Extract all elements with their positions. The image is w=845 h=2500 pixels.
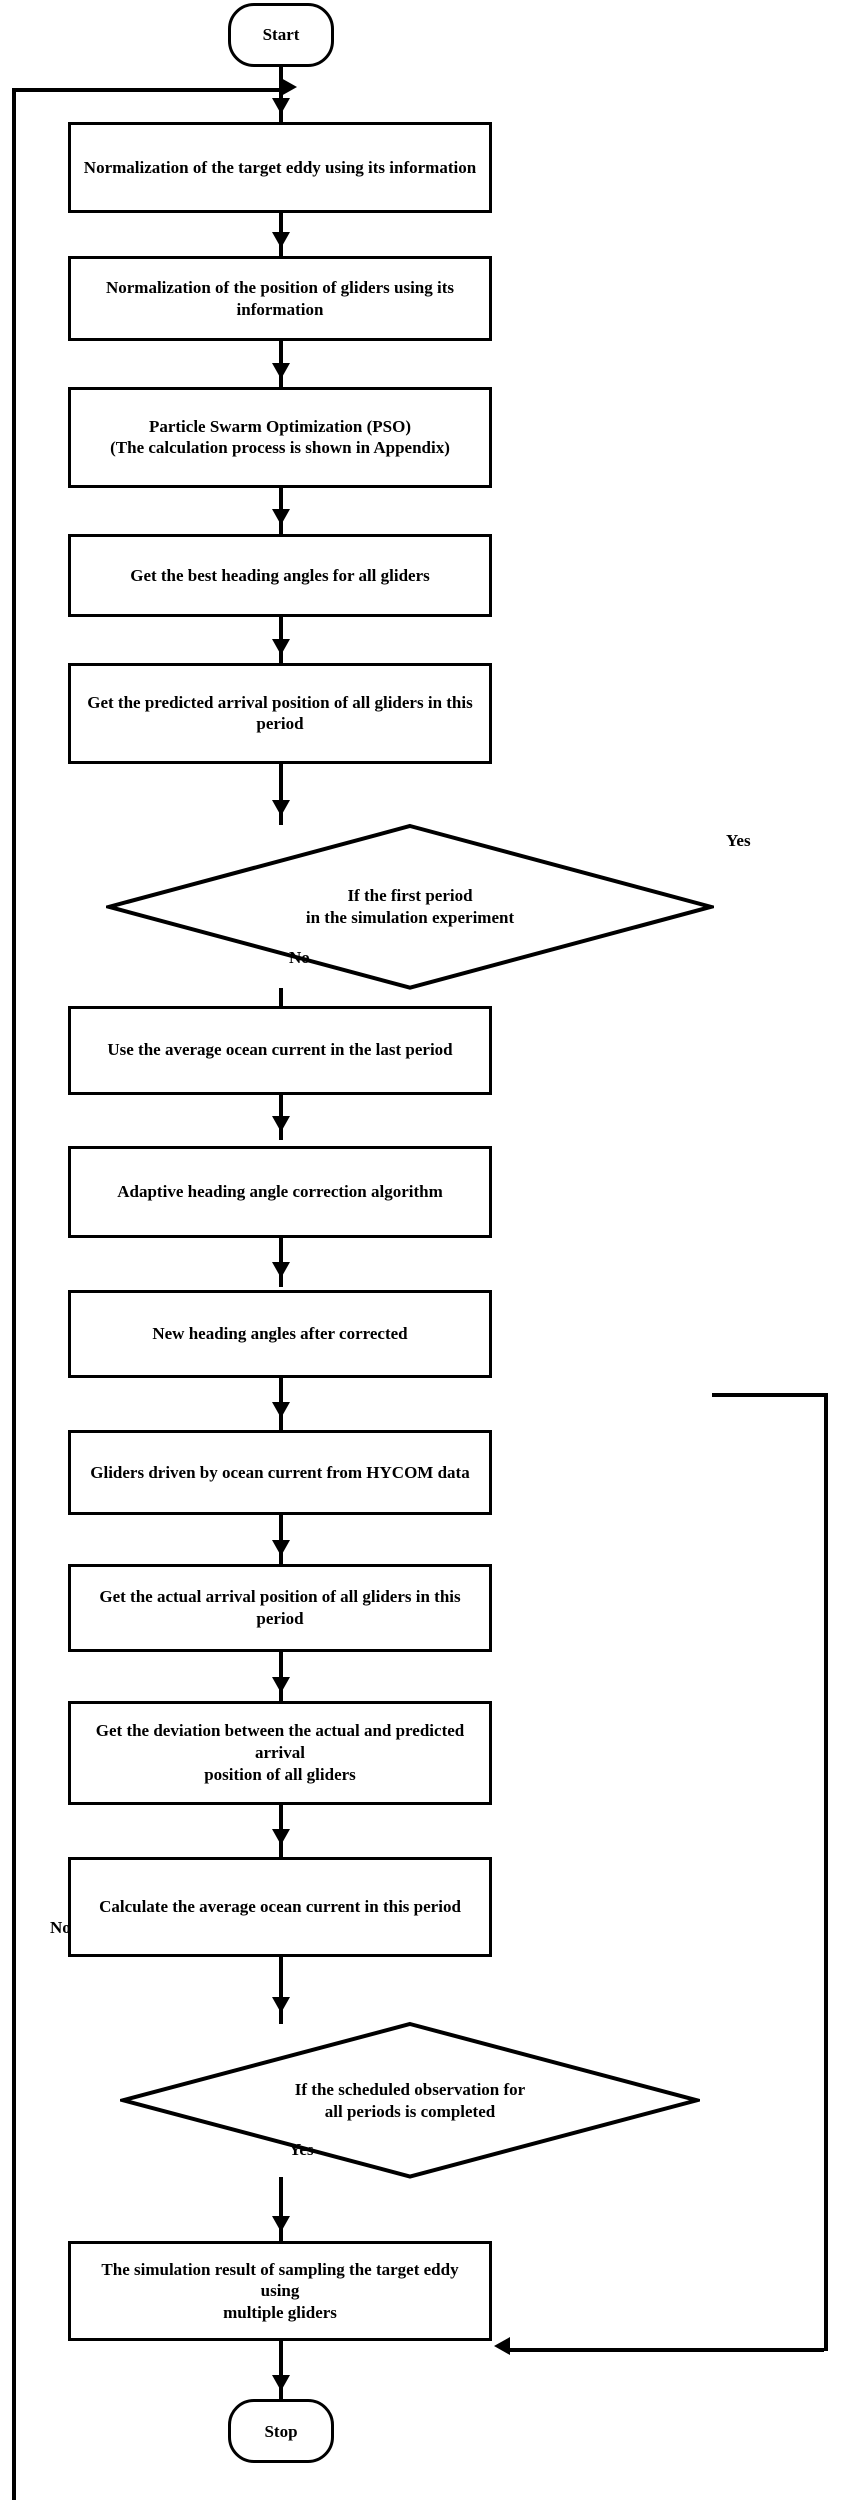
node-gliders-driven-hycom[interactable]: Gliders driven by ocean current from HYC… xyxy=(68,1429,492,1516)
node-start-label: Start xyxy=(262,25,300,45)
connector-hycom-to-actual-pos-arrowhead xyxy=(272,1539,290,1556)
connector-new-angles-to-hycom-arrowhead xyxy=(272,1402,290,1419)
node-use-average-ocean-current-last[interactable]: Use the average ocean current in the las… xyxy=(68,1006,492,1095)
connector-calc-avg-to-decision-done-arrowhead xyxy=(272,1996,290,2013)
connector-decision-done-yes-arrowhead xyxy=(272,2216,290,2233)
node-stop-label: Stop xyxy=(264,2421,298,2441)
connector-pso-to-best-angles-arrowhead xyxy=(272,509,290,526)
node-normalization-target-eddy-label: Normalization of the target eddy using i… xyxy=(83,157,477,177)
connector-best-angles-to-predicted-pos-arrowhead xyxy=(272,638,290,655)
node-actual-arrival-position-label: Get the actual arrival position of all g… xyxy=(99,1587,461,1629)
connector-actual-pos-to-deviation-arrowhead xyxy=(272,1676,290,1693)
node-decision-all-periods-completed[interactable]: If the scheduled observation for all per… xyxy=(120,2021,700,2180)
connector-adaptive-to-new-angles xyxy=(279,1237,283,1287)
node-predicted-arrival-position-label: Get the predicted arrival position of al… xyxy=(87,692,473,734)
yes-branch-arrowhead xyxy=(494,2336,510,2355)
connector-start-to-norm-eddy-arrowhead xyxy=(272,97,290,114)
node-simulation-result-label: The simulation result of sampling the ta… xyxy=(101,2259,459,2323)
node-calculate-average-ocean-current[interactable]: Calculate the average ocean current in t… xyxy=(68,1856,492,1958)
node-new-heading-angles[interactable]: New heading angles after corrected xyxy=(68,1289,492,1379)
yes-branch-bottom-horizontal xyxy=(510,2347,824,2352)
node-decision-all-periods-completed-label: If the scheduled observation for all per… xyxy=(294,2079,526,2121)
connector-predicted-pos-to-decision-first xyxy=(279,763,283,825)
node-best-heading-angles-label: Get the best heading angles for all glid… xyxy=(130,565,430,585)
feedback-loop-left-vertical xyxy=(12,88,16,2500)
node-normalization-glider-position[interactable]: Normalization of the position of gliders… xyxy=(68,256,492,342)
node-adaptive-heading-correction-label: Adaptive heading angle correction algori… xyxy=(117,1182,443,1202)
edge-label-first-period-no: No xyxy=(289,948,310,968)
connector-calc-avg-to-decision-done xyxy=(279,1957,283,2025)
connector-sim-result-to-stop-arrowhead xyxy=(272,2375,290,2391)
connector-hycom-to-actual-pos xyxy=(279,1515,283,1564)
node-gliders-driven-hycom-label: Gliders driven by ocean current from HYC… xyxy=(90,1462,470,1482)
node-deviation-actual-vs-predicted[interactable]: Get the deviation between the actual and… xyxy=(68,1701,492,1805)
node-stop[interactable]: Stop xyxy=(228,2399,334,2464)
edge-label-all-periods-no: No xyxy=(50,1917,71,1937)
node-actual-arrival-position[interactable]: Get the actual arrival position of all g… xyxy=(68,1564,492,1653)
edge-label-first-period-yes: Yes xyxy=(726,830,751,850)
connector-start-to-norm-eddy xyxy=(279,67,283,122)
node-calculate-average-ocean-current-label: Calculate the average ocean current in t… xyxy=(99,1897,461,1917)
edge-label-all-periods-yes: Yes xyxy=(289,2140,314,2160)
node-simulation-result[interactable]: The simulation result of sampling the ta… xyxy=(68,2240,492,2342)
node-predicted-arrival-position[interactable]: Get the predicted arrival position of al… xyxy=(68,663,492,764)
node-decision-first-period[interactable]: If the first period in the simulation ex… xyxy=(106,823,714,991)
connector-deviation-to-calc-avg-arrowhead xyxy=(272,1829,290,1846)
yes-branch-vertical xyxy=(824,1393,828,2351)
connector-sim-result-to-stop xyxy=(279,2341,283,2400)
node-particle-swarm-optimization-label: Particle Swarm Optimization (PSO) (The c… xyxy=(110,416,450,458)
connector-actual-pos-to-deviation xyxy=(279,1652,283,1702)
connector-avg-last-to-adaptive-arrowhead xyxy=(272,1115,290,1132)
connector-norm-gliders-to-pso-arrowhead xyxy=(272,362,290,379)
decision-all-periods-shape xyxy=(120,2022,700,2179)
node-use-average-ocean-current-last-label: Use the average ocean current in the las… xyxy=(107,1040,453,1060)
node-new-heading-angles-label: New heading angles after corrected xyxy=(152,1323,408,1343)
connector-decision-done-yes xyxy=(279,2176,283,2247)
node-normalization-glider-position-label: Normalization of the position of gliders… xyxy=(105,278,455,319)
node-particle-swarm-optimization[interactable]: Particle Swarm Optimization (PSO) (The c… xyxy=(68,387,492,488)
connector-adaptive-to-new-angles-arrowhead xyxy=(272,1262,290,1279)
feedback-loop-top-arrowhead xyxy=(281,77,297,96)
node-adaptive-heading-correction[interactable]: Adaptive heading angle correction algori… xyxy=(68,1146,492,1238)
connector-norm-eddy-to-norm-gliders-arrowhead xyxy=(272,231,290,248)
yes-branch-top-horizontal xyxy=(712,1393,828,1398)
connector-predicted-pos-to-decision-first-arrowhead xyxy=(272,800,290,817)
feedback-loop-top-horizontal xyxy=(12,88,281,93)
node-best-heading-angles[interactable]: Get the best heading angles for all glid… xyxy=(68,533,492,618)
node-deviation-actual-vs-predicted-label: Get the deviation between the actual and… xyxy=(95,1721,465,1784)
node-normalization-target-eddy[interactable]: Normalization of the target eddy using i… xyxy=(68,121,492,214)
decision-first-period-shape xyxy=(106,824,714,990)
node-decision-first-period-label: If the first period in the simulation ex… xyxy=(305,885,515,927)
node-start[interactable]: Start xyxy=(228,3,334,68)
